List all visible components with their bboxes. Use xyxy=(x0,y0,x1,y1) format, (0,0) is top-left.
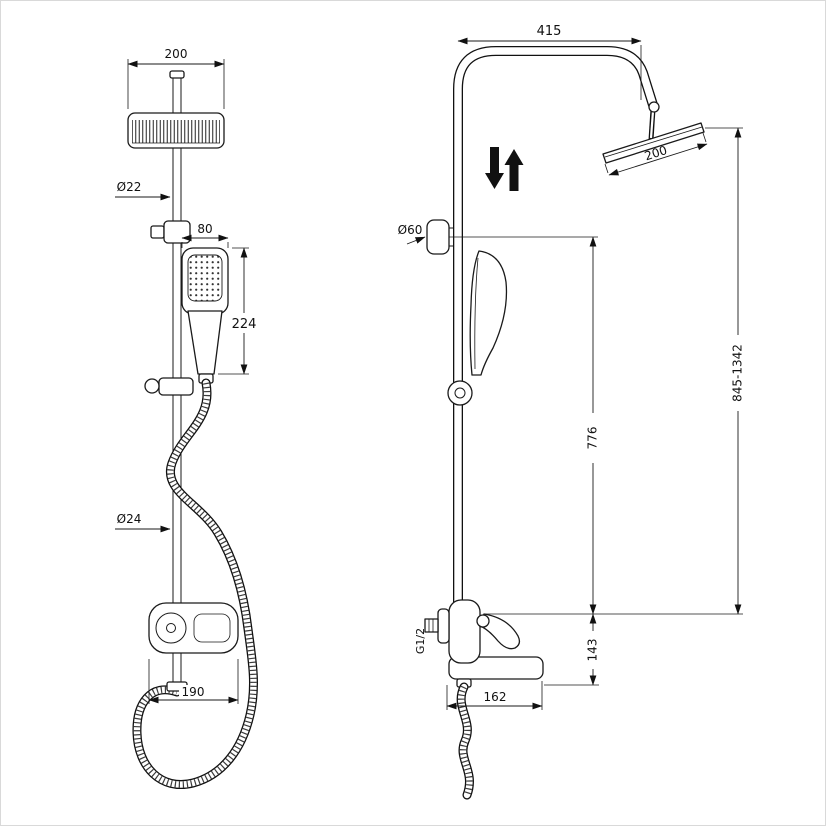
dimension-riser-height: 776 xyxy=(585,236,601,615)
dim-horizontal-reach-label: 415 xyxy=(537,24,562,39)
dim-lower-riser-diameter-label: Ø24 xyxy=(117,512,142,526)
escutcheon xyxy=(437,608,450,644)
swivel-joint xyxy=(648,101,660,113)
shower-hose-front xyxy=(132,378,258,789)
dim-bracket-diameter-label: Ø60 xyxy=(398,223,423,237)
slider-collar xyxy=(150,220,191,244)
dimension-handset-width: 80 xyxy=(181,222,229,248)
dimension-mixer-width: 190 xyxy=(148,659,239,704)
overhead-shower-front xyxy=(127,112,225,149)
dimension-handset-height: 224 xyxy=(218,247,260,375)
dim-handset-height-label: 224 xyxy=(232,317,257,332)
dimension-head-length: 200 xyxy=(604,132,708,176)
front-view: 200 Ø22 80 224 Ø24 190 xyxy=(115,47,260,789)
arrow-down-icon xyxy=(485,147,504,189)
shower-holder xyxy=(144,377,194,396)
dimension-lower-riser-diameter: Ø24 xyxy=(115,512,171,533)
dim-riser-height-label: 776 xyxy=(586,427,600,450)
shower-hose-side xyxy=(456,682,474,800)
dim-spout-reach-label: 162 xyxy=(484,690,507,704)
mixer-side xyxy=(424,599,544,688)
dimension-riser-diameter: Ø22 xyxy=(115,180,171,201)
height-adjust-arrows-icon xyxy=(485,147,524,191)
hand-shower-side xyxy=(469,250,508,376)
dim-riser-diameter-label: Ø22 xyxy=(117,180,142,194)
dim-mixer-width-label: 190 xyxy=(182,685,205,699)
riser-pipe-side xyxy=(453,46,658,607)
mixer-front xyxy=(148,602,239,692)
mixer-lever xyxy=(479,613,521,650)
riser-pipe-front xyxy=(169,70,185,603)
dimension-bracket-diameter: Ø60 xyxy=(398,223,426,245)
dimension-overall-height: 845-1342 xyxy=(729,127,747,615)
slider-knob xyxy=(447,380,473,406)
dim-inlet-thread-label: G1/2 xyxy=(414,628,427,654)
dimension-spout-drop: 143 xyxy=(585,613,601,686)
side-view: 415 200 Ø60 776 143 xyxy=(398,24,747,800)
dimension-inlet-thread: G1/2 xyxy=(414,628,427,654)
dim-spout-drop-label: 143 xyxy=(586,639,600,662)
dim-head-length-label: 200 xyxy=(643,143,669,163)
dim-handset-width-label: 80 xyxy=(197,222,212,236)
dimension-head-width: 200 xyxy=(127,47,225,109)
dimension-horizontal-reach: 415 xyxy=(457,24,642,100)
hand-shower-handle xyxy=(187,310,223,375)
dimension-spout-reach: 162 xyxy=(446,681,543,710)
mixer-body-side xyxy=(448,599,481,664)
dim-head-width-label: 200 xyxy=(165,47,188,61)
shower-face-hatch xyxy=(132,120,220,143)
hand-shower-front xyxy=(181,247,229,384)
inlet-nipple xyxy=(424,618,439,633)
arrow-up-icon xyxy=(504,149,524,191)
spray-face xyxy=(187,254,223,302)
dim-overall-height-label: 845-1342 xyxy=(731,344,745,402)
